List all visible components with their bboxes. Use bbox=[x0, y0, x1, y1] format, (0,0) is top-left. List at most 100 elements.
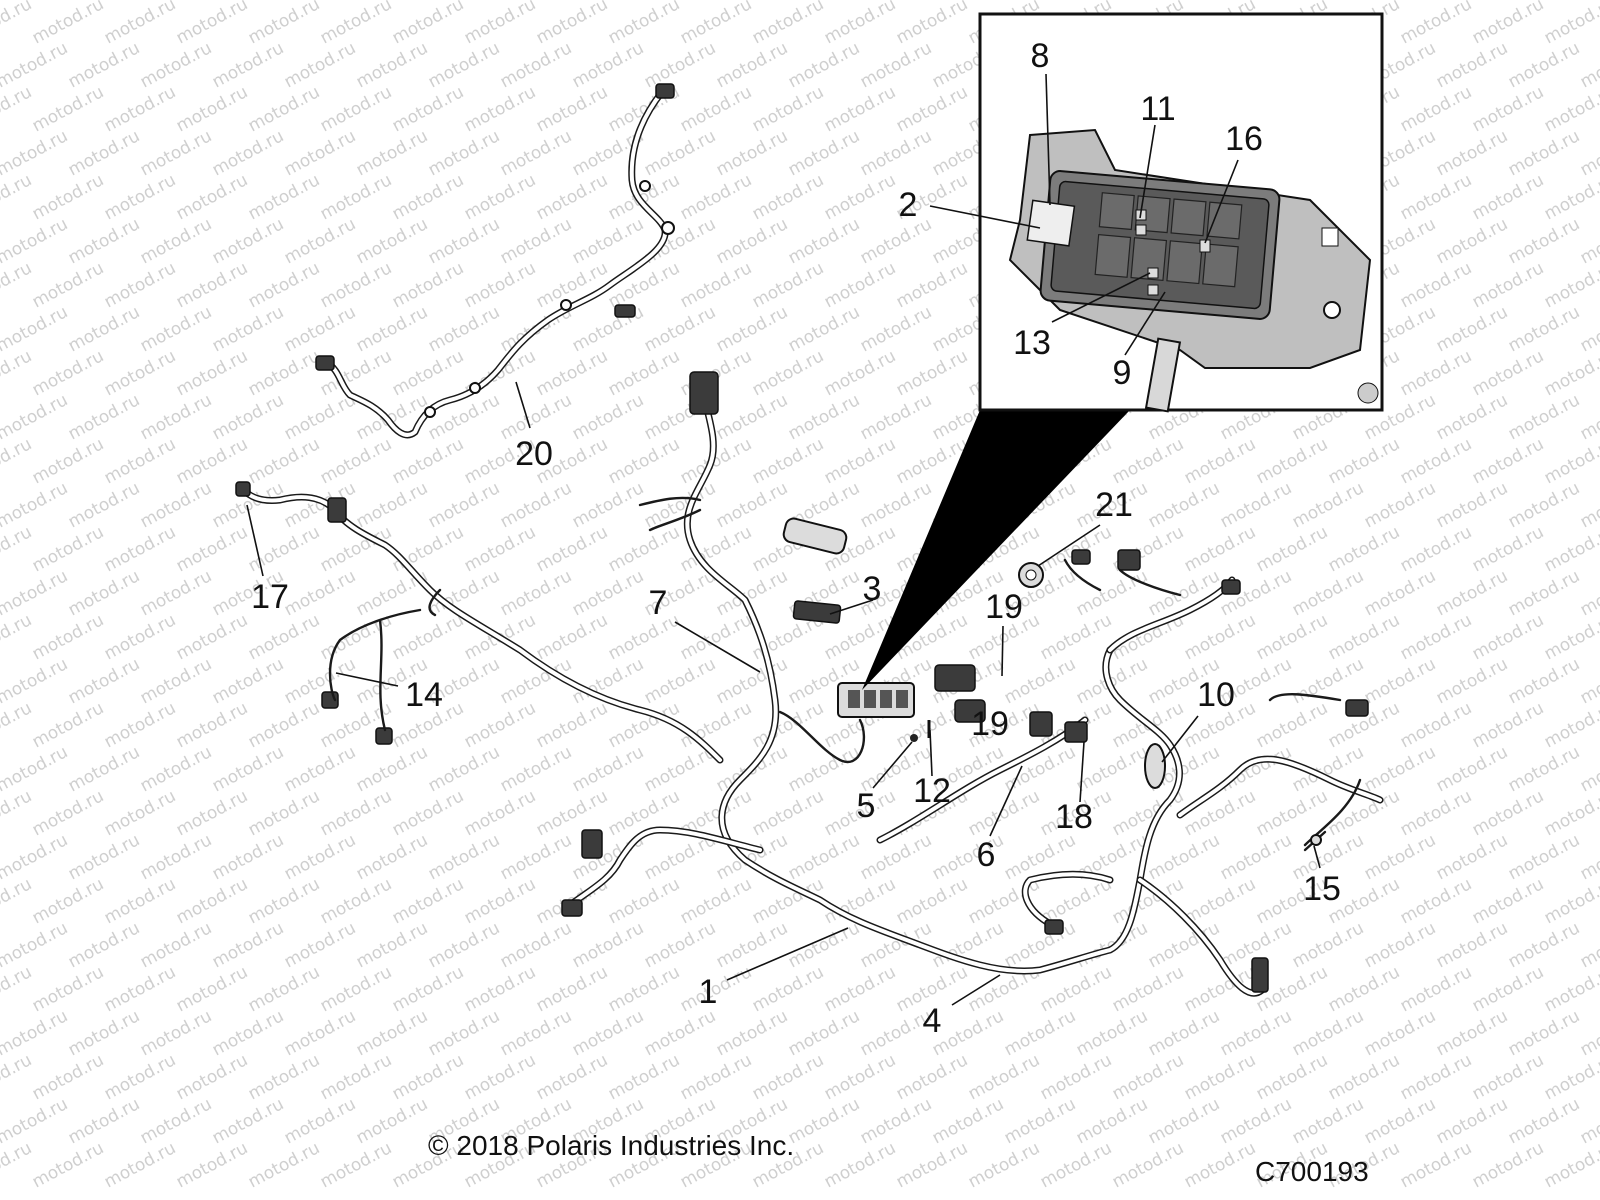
watermark-text: motod.ru bbox=[0, 126, 71, 180]
watermark-text: motod.ru bbox=[209, 38, 287, 92]
watermark-text: motod.ru bbox=[821, 0, 899, 48]
watermark-text: motod.ru bbox=[713, 38, 791, 92]
watermark-text: motod.ru bbox=[1145, 1006, 1223, 1060]
watermark-text: motod.ru bbox=[1289, 918, 1367, 972]
watermark-text: motod.ru bbox=[317, 962, 395, 1016]
watermark-text: motod.ru bbox=[137, 654, 215, 708]
watermark-text: motod.ru bbox=[101, 0, 179, 48]
watermark-text: motod.ru bbox=[1037, 1050, 1115, 1104]
watermark-text: motod.ru bbox=[1433, 654, 1511, 708]
callout-20: 20 bbox=[515, 435, 553, 473]
watermark-text: motod.ru bbox=[929, 1094, 1007, 1148]
watermark-text: motod.ru bbox=[245, 258, 323, 312]
watermark-text: motod.ru bbox=[245, 1050, 323, 1104]
watermark-text: motod.ru bbox=[137, 830, 215, 884]
watermark-text: motod.ru bbox=[209, 214, 287, 268]
watermark-text: motod.ru bbox=[317, 0, 395, 48]
watermark-text: motod.ru bbox=[1577, 1006, 1600, 1060]
watermark-text: motod.ru bbox=[1397, 962, 1475, 1016]
watermark-text: motod.ru bbox=[533, 962, 611, 1016]
watermark-text: motod.ru bbox=[1469, 346, 1547, 400]
watermark-text: motod.ru bbox=[29, 698, 107, 752]
watermark-text: motod.ru bbox=[1433, 38, 1511, 92]
watermark-text: motod.ru bbox=[857, 214, 935, 268]
watermark-text: motod.ru bbox=[173, 346, 251, 400]
watermark-text: motod.ru bbox=[533, 0, 611, 48]
watermark-text: motod.ru bbox=[605, 434, 683, 488]
callout-8: 8 bbox=[1031, 37, 1050, 75]
watermark-text: motod.ru bbox=[1073, 1094, 1151, 1148]
callout-16: 16 bbox=[1225, 120, 1263, 158]
watermark-text: motod.ru bbox=[605, 170, 683, 224]
watermark-text: motod.ru bbox=[1325, 522, 1403, 576]
watermark-text: motod.ru bbox=[101, 1050, 179, 1104]
watermark-text: motod.ru bbox=[65, 1094, 143, 1148]
watermark-text: motod.ru bbox=[209, 742, 287, 796]
watermark-text: motod.ru bbox=[173, 698, 251, 752]
watermark-text: motod.ru bbox=[605, 1050, 683, 1104]
watermark-text: motod.ru bbox=[281, 1006, 359, 1060]
watermark-text: motod.ru bbox=[497, 918, 575, 972]
watermark-text: motod.ru bbox=[749, 346, 827, 400]
watermark-text: motod.ru bbox=[101, 698, 179, 752]
watermark-text: motod.ru bbox=[1505, 38, 1583, 92]
watermark-text: motod.ru bbox=[1469, 1050, 1547, 1104]
watermark-text: motod.ru bbox=[65, 830, 143, 884]
watermark-text: motod.ru bbox=[1505, 214, 1583, 268]
watermark-text: motod.ru bbox=[65, 566, 143, 620]
watermark-text: motod.ru bbox=[785, 1006, 863, 1060]
watermark-text: motod.ru bbox=[29, 346, 107, 400]
watermark-text: motod.ru bbox=[137, 302, 215, 356]
watermark-text: motod.ru bbox=[1469, 786, 1547, 840]
watermark-text: motod.ru bbox=[605, 346, 683, 400]
watermark-text: motod.ru bbox=[137, 0, 215, 4]
watermark-text: motod.ru bbox=[497, 126, 575, 180]
watermark-text: motod.ru bbox=[353, 0, 431, 4]
watermark-text: motod.ru bbox=[677, 0, 755, 48]
watermark-text: motod.ru bbox=[1433, 126, 1511, 180]
watermark-text: motod.ru bbox=[0, 830, 71, 884]
watermark-text: motod.ru bbox=[1001, 0, 1079, 4]
watermark-text: motod.ru bbox=[461, 962, 539, 1016]
watermark-text: motod.ru bbox=[65, 38, 143, 92]
watermark-text: motod.ru bbox=[677, 258, 755, 312]
watermark-text: motod.ru bbox=[497, 742, 575, 796]
watermark-text: motod.ru bbox=[785, 390, 863, 444]
callout-13: 13 bbox=[1013, 324, 1051, 362]
watermark-text: motod.ru bbox=[785, 1094, 863, 1148]
watermark-text: motod.ru bbox=[29, 610, 107, 664]
watermark-text: motod.ru bbox=[461, 82, 539, 136]
watermark-text: motod.ru bbox=[605, 0, 683, 48]
watermark-text: motod.ru bbox=[461, 170, 539, 224]
callout-14: 14 bbox=[405, 676, 443, 714]
watermark-text: motod.ru bbox=[389, 786, 467, 840]
watermark-text: motod.ru bbox=[1469, 170, 1547, 224]
watermark-text: motod.ru bbox=[569, 566, 647, 620]
watermark-text: motod.ru bbox=[1433, 830, 1511, 884]
watermark-text: motod.ru bbox=[713, 214, 791, 268]
watermark-text: motod.ru bbox=[281, 742, 359, 796]
watermark-text: motod.ru bbox=[461, 874, 539, 928]
watermark-text: motod.ru bbox=[245, 0, 323, 48]
watermark-text: motod.ru bbox=[281, 566, 359, 620]
watermark-text: motod.ru bbox=[533, 82, 611, 136]
callout-5: 5 bbox=[857, 787, 876, 825]
watermark-text: motod.ru bbox=[857, 126, 935, 180]
watermark-text: motod.ru bbox=[785, 0, 863, 4]
watermark-text: motod.ru bbox=[1145, 830, 1223, 884]
watermark-text: motod.ru bbox=[1361, 918, 1439, 972]
watermark-text: motod.ru bbox=[29, 522, 107, 576]
watermark-text: motod.ru bbox=[65, 302, 143, 356]
watermark-text: motod.ru bbox=[65, 654, 143, 708]
watermark-text: motod.ru bbox=[1469, 0, 1547, 48]
watermark-text: motod.ru bbox=[245, 874, 323, 928]
watermark-text: motod.ru bbox=[857, 302, 935, 356]
watermark-text: motod.ru bbox=[497, 566, 575, 620]
watermark-text: motod.ru bbox=[173, 610, 251, 664]
watermark-text: motod.ru bbox=[785, 302, 863, 356]
watermark-text: motod.ru bbox=[1505, 126, 1583, 180]
watermark-text: motod.ru bbox=[1181, 610, 1259, 664]
watermark-text: motod.ru bbox=[29, 258, 107, 312]
watermark-text: motod.ru bbox=[1073, 0, 1151, 4]
watermark-text: motod.ru bbox=[713, 918, 791, 972]
